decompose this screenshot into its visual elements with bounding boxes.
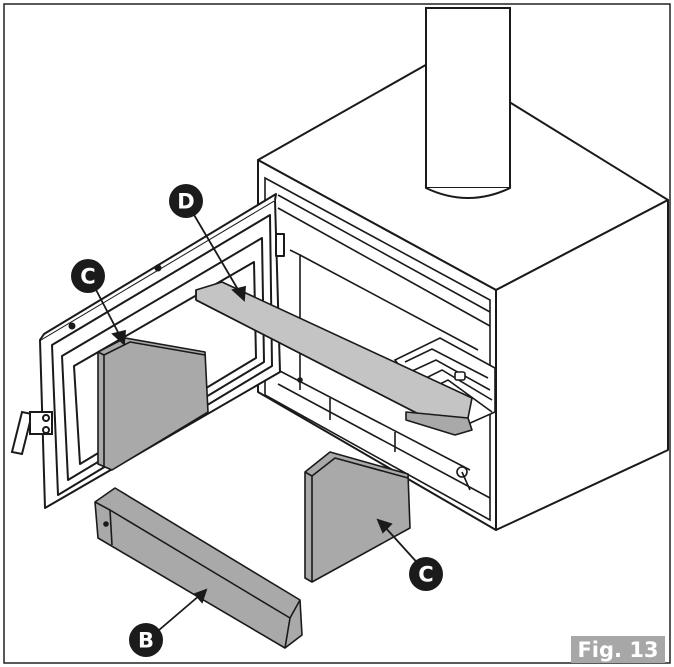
callout-c-door: C xyxy=(71,259,105,293)
part-d-baffle-board xyxy=(195,281,473,436)
callout-c-floor: C xyxy=(409,557,443,591)
part-c-door-baffle xyxy=(97,337,209,471)
figure-label: Fig. 13 xyxy=(571,636,665,663)
firebox-opening xyxy=(264,176,491,522)
outer-border xyxy=(3,3,671,664)
callout-b-label: B xyxy=(138,629,154,653)
callout-c-door-label: C xyxy=(80,265,95,289)
part-c-floor-baffle xyxy=(304,451,411,583)
figure-label-text: Fig. 13 xyxy=(577,638,658,662)
callout-b: B xyxy=(129,623,163,657)
callout-d: D xyxy=(169,184,203,218)
door-handle xyxy=(10,410,53,456)
part-b-brick xyxy=(94,487,303,649)
leader-lines xyxy=(91,207,423,637)
callout-c-floor-label: C xyxy=(418,563,433,587)
callout-d-label: D xyxy=(177,190,194,214)
